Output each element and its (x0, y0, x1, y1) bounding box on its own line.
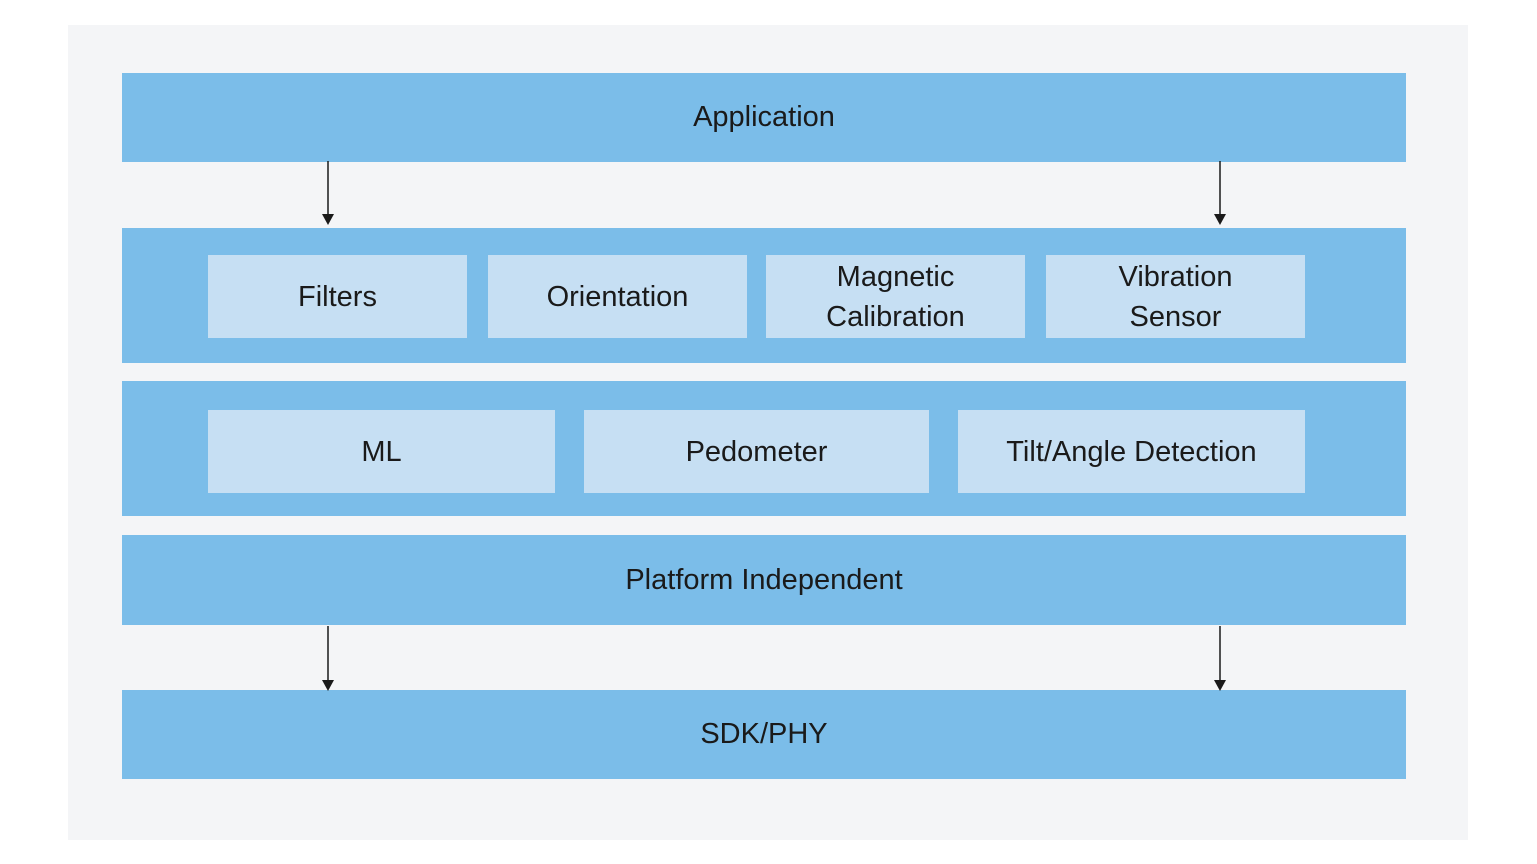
ml-module: ML (208, 410, 555, 493)
magnetic-calibration-module: Magnetic Calibration (766, 255, 1025, 338)
pedometer-module: Pedometer (584, 410, 929, 493)
sdk-phy-label: SDK/PHY (700, 718, 828, 750)
tilt-angle-detection-module: Tilt/Angle Detection (958, 410, 1305, 493)
platform-independent-layer: Platform Independent (122, 535, 1406, 625)
sdk-phy-layer: SDK/PHY (122, 690, 1406, 779)
application-label: Application (693, 101, 835, 133)
application-layer: Application (122, 73, 1406, 162)
filters-module: Filters (208, 255, 467, 338)
vibration-sensor-module: Vibration Sensor (1046, 255, 1305, 338)
orientation-module: Orientation (488, 255, 747, 338)
platform-independent-label: Platform Independent (625, 563, 903, 596)
